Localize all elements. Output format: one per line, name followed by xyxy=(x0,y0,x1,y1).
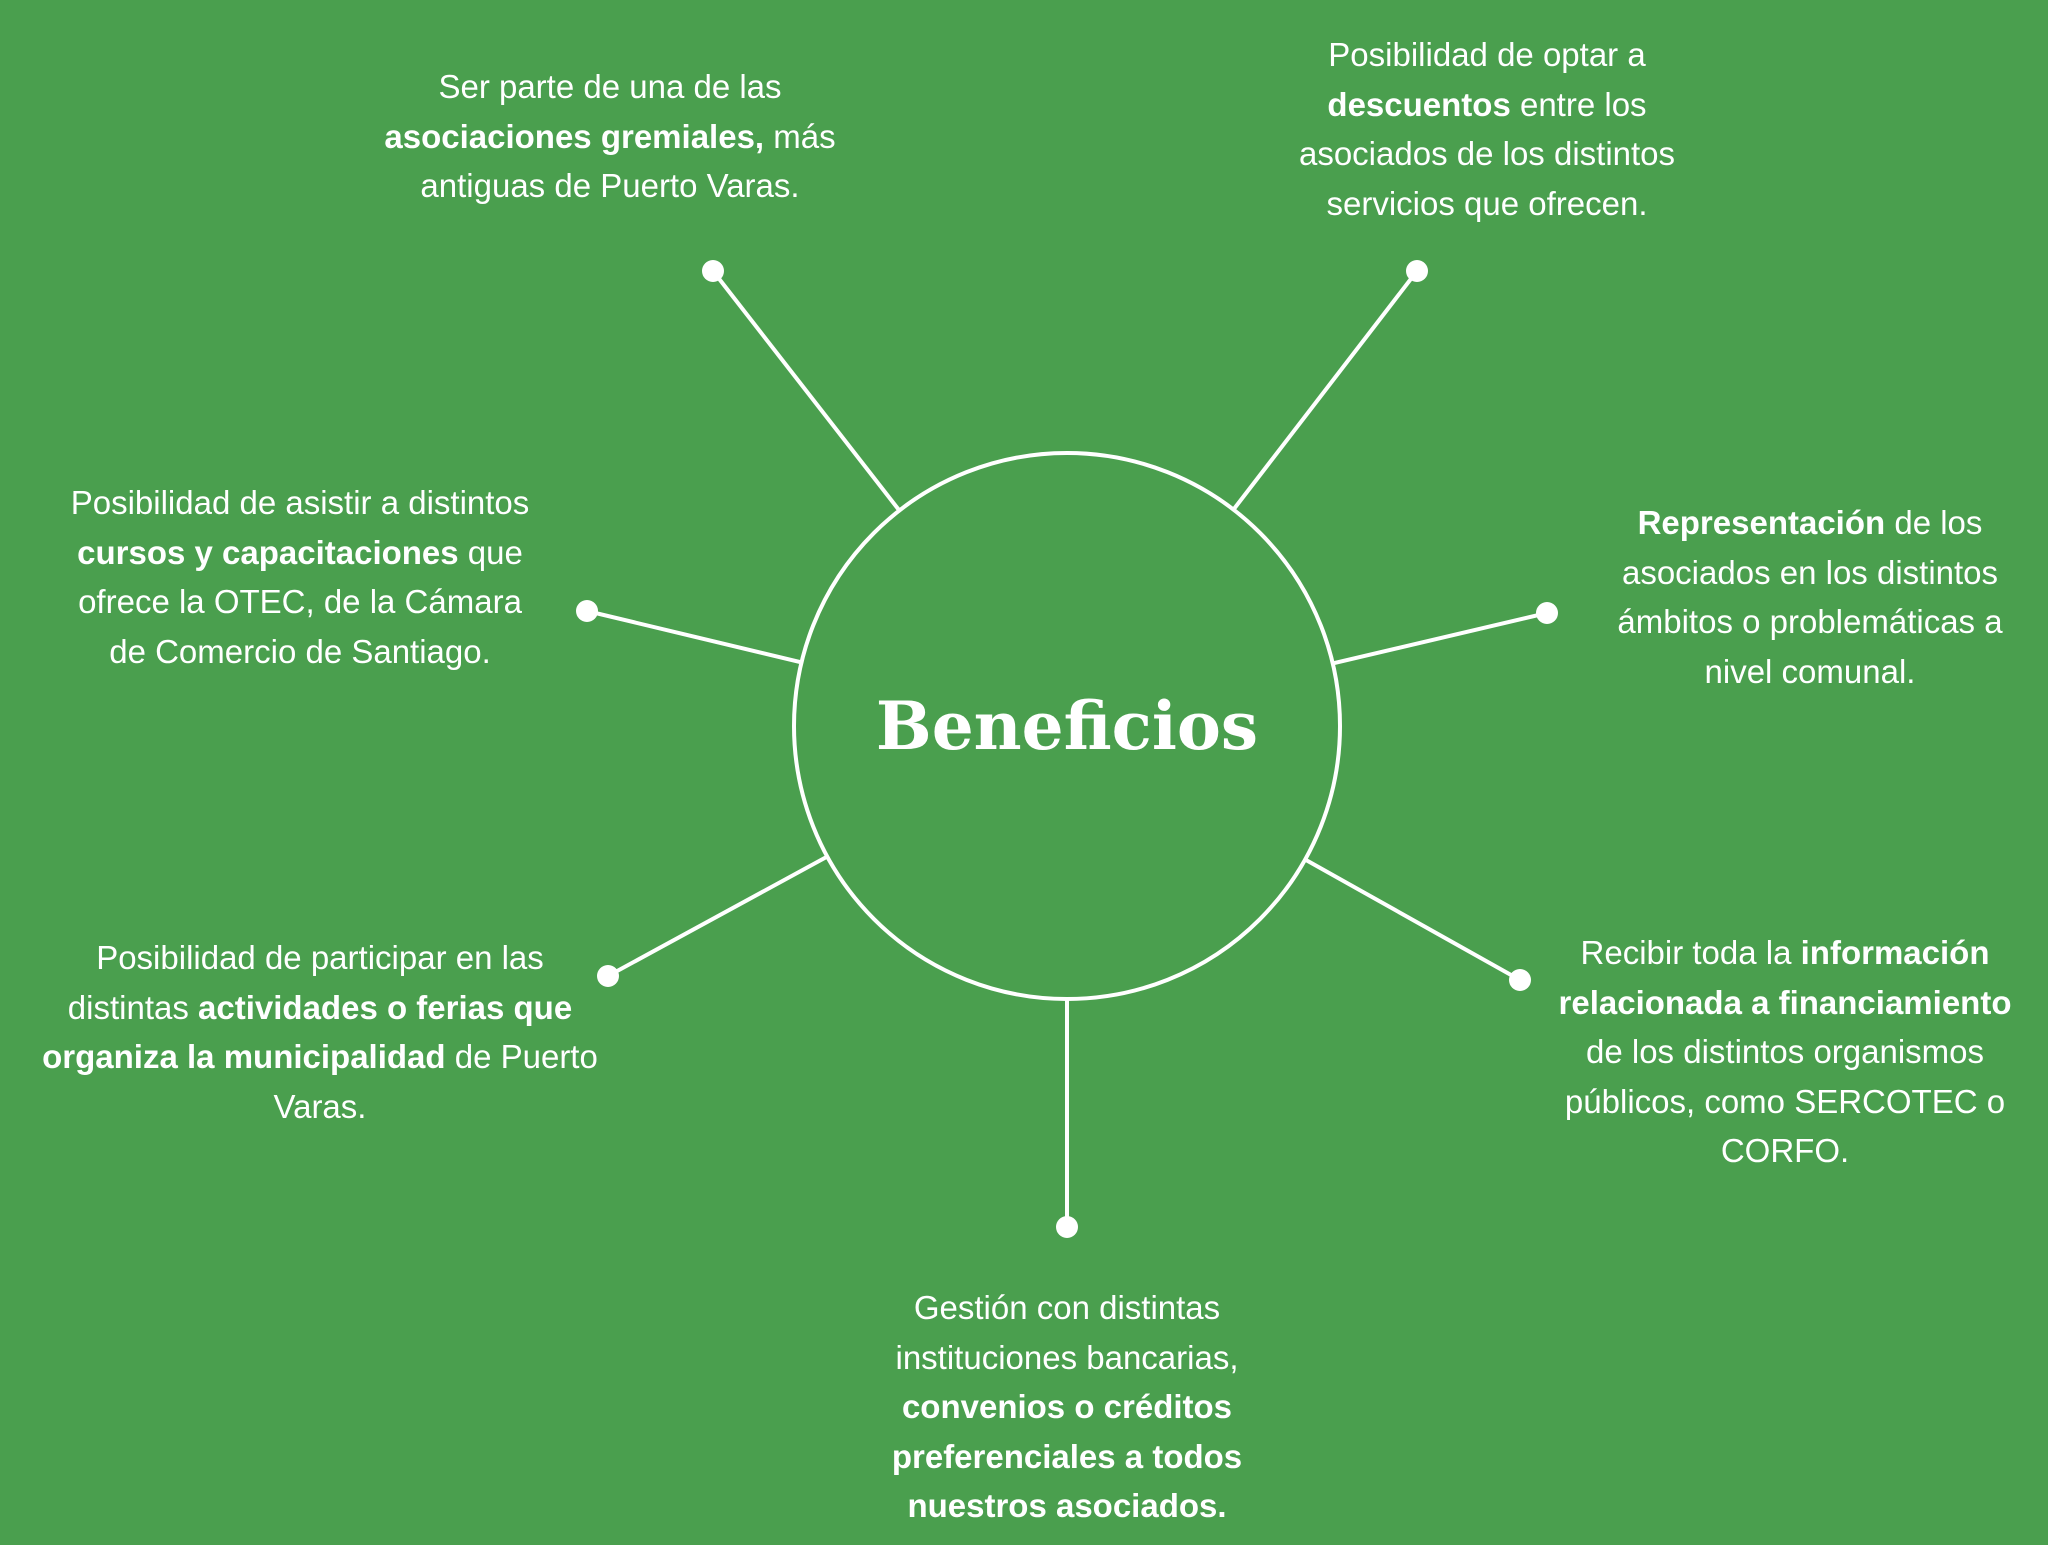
node-label-actividades-ferias: Posibilidad de participar en las distint… xyxy=(42,939,598,1125)
node-label-gestion-bancaria: Gestión con distintas instituciones banc… xyxy=(891,1289,1243,1524)
node-dot-gestion-bancaria xyxy=(1056,1216,1078,1238)
node-label-cursos-capacitaciones: Posibilidad de asistir a distintos curso… xyxy=(70,484,530,670)
node-dot-actividades-ferias xyxy=(597,965,619,987)
node-label-representacion: Representación de los asociados en los d… xyxy=(1617,504,2003,690)
node-dot-representacion xyxy=(1536,602,1558,624)
node-label-financiamiento: Recibir toda la información relacionada … xyxy=(1558,934,2012,1169)
node-label-asociaciones-gremiales: Ser parte de una de las asociaciones gre… xyxy=(384,68,836,204)
node-dot-descuentos xyxy=(1406,260,1428,282)
node-label-descuentos: Posibilidad de optar a descuentos entre … xyxy=(1298,36,1676,222)
node-dot-asociaciones-gremiales xyxy=(702,260,724,282)
node-dot-financiamiento xyxy=(1509,969,1531,991)
node-dot-cursos-capacitaciones xyxy=(576,600,598,622)
center-circle xyxy=(792,451,1342,1001)
center-circle-label: Beneficios xyxy=(875,687,1259,765)
